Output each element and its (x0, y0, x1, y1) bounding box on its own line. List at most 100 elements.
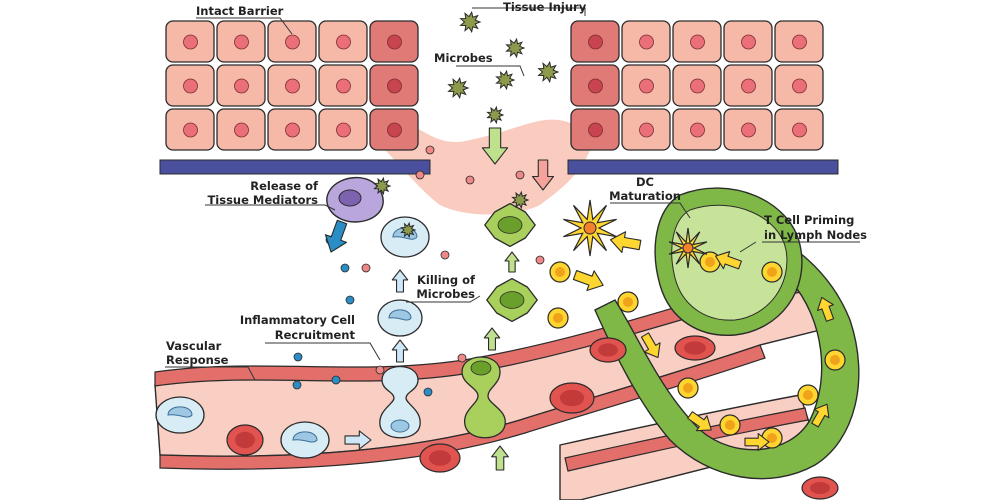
epithelial-cell (267, 108, 317, 151)
leukocyte (155, 396, 205, 434)
label-vascular-line2: Response (166, 353, 229, 367)
flow-arrow (491, 445, 509, 471)
flow-arrow (483, 327, 501, 351)
dendritic-cell-mature (563, 199, 617, 257)
epithelial-cell (774, 20, 824, 63)
t-cell (699, 251, 721, 273)
mediator-dot (465, 175, 475, 185)
red-blood-cell (549, 382, 595, 414)
t-cell (719, 414, 741, 436)
label-inflam-line2: Recruitment (275, 328, 356, 342)
flow-arrow (481, 127, 509, 165)
mediator-dot (423, 387, 433, 397)
macrophage-extravasating (461, 356, 506, 439)
t-cell (761, 261, 783, 283)
label-tissue-injury: Tissue Injury (503, 0, 587, 14)
microbe (400, 221, 417, 239)
epithelial-cell (672, 64, 722, 107)
flow-arrow (531, 159, 555, 191)
flow-arrow (817, 296, 835, 322)
flow-arrow (391, 339, 409, 363)
flow-arrow (504, 251, 520, 273)
mediator-dot (415, 170, 425, 180)
microbe (495, 69, 516, 91)
flow-arrow (324, 219, 348, 253)
epithelial-cell (318, 20, 368, 63)
leukocyte (377, 299, 423, 337)
label-vascular-line1: Vascular (166, 339, 222, 353)
epithelial-cell (774, 64, 824, 107)
red-blood-cell (419, 443, 461, 473)
t-cells (547, 251, 846, 449)
red-blood-cell (801, 476, 839, 500)
t-cell (547, 307, 569, 329)
leukocytes (155, 216, 430, 459)
epithelial-cell (165, 20, 215, 63)
epithelial-cell (318, 64, 368, 107)
epithelial-cell (621, 64, 671, 107)
flow-arrow (715, 251, 742, 270)
epithelial-cell (621, 108, 671, 151)
flow-arrow (391, 269, 409, 293)
microbes (373, 10, 560, 239)
label-intact-barrier: Intact Barrier (196, 4, 284, 18)
epithelial-cell (318, 108, 368, 151)
label-tcell-line1: T Cell Priming (764, 213, 854, 227)
epithelial-cell (672, 108, 722, 151)
t-cell (549, 261, 571, 283)
epithelial-cell (672, 20, 722, 63)
labels: Intact Barrier Tissue Injury Microbes Re… (166, 0, 867, 367)
epithelial-cell (774, 108, 824, 151)
epithelial-cell (723, 64, 773, 107)
flow-arrow (687, 411, 712, 432)
mediator-cell (326, 176, 384, 223)
flow-arrows (324, 127, 835, 471)
macrophage (486, 277, 538, 323)
epithelium-left (159, 20, 431, 175)
macrophage (484, 202, 536, 248)
mediator-dot (457, 353, 467, 363)
epithelial-cell (267, 64, 317, 107)
mediator-dot (331, 375, 341, 385)
label-killing-line2: Microbes (416, 287, 475, 301)
mediator-dot (425, 145, 435, 155)
mediator-dot (535, 255, 545, 265)
epithelial-cell (369, 20, 419, 63)
microbe (373, 176, 392, 196)
label-tcell-line2: in Lymph Nodes (764, 228, 867, 242)
flow-arrow (609, 231, 642, 254)
macrophages (461, 202, 538, 439)
t-cell (617, 291, 639, 313)
t-cell (677, 377, 699, 399)
mediator-dot (515, 170, 525, 180)
flow-arrow (640, 332, 661, 359)
epithelial-cell (723, 20, 773, 63)
epithelial-cell (165, 108, 215, 151)
epithelial-cell (570, 64, 620, 107)
epithelial-cell (621, 20, 671, 63)
epithelial-cell (267, 20, 317, 63)
flow-arrow (744, 433, 770, 451)
leukocyte (380, 216, 430, 258)
microbe (511, 190, 530, 210)
label-inflam-line1: Inflammatory Cell (240, 313, 355, 327)
flow-arrow (344, 430, 372, 450)
flow-arrow (811, 403, 830, 428)
red-blood-cell (226, 424, 264, 456)
epithelial-cell (165, 64, 215, 107)
flow-arrow (572, 270, 604, 292)
microbe (486, 105, 505, 125)
epithelial-cell (216, 20, 266, 63)
mediator-dot (345, 295, 355, 305)
label-dc-line1: DC (636, 175, 654, 189)
t-cell (824, 349, 846, 371)
mediator-dot (292, 380, 302, 390)
microbe (537, 60, 560, 84)
epithelial-cell (369, 64, 419, 107)
epithelial-cell (216, 108, 266, 151)
t-cell (797, 384, 819, 406)
label-release-line2: Tissue Mediators (207, 193, 318, 207)
microbe (447, 76, 470, 100)
